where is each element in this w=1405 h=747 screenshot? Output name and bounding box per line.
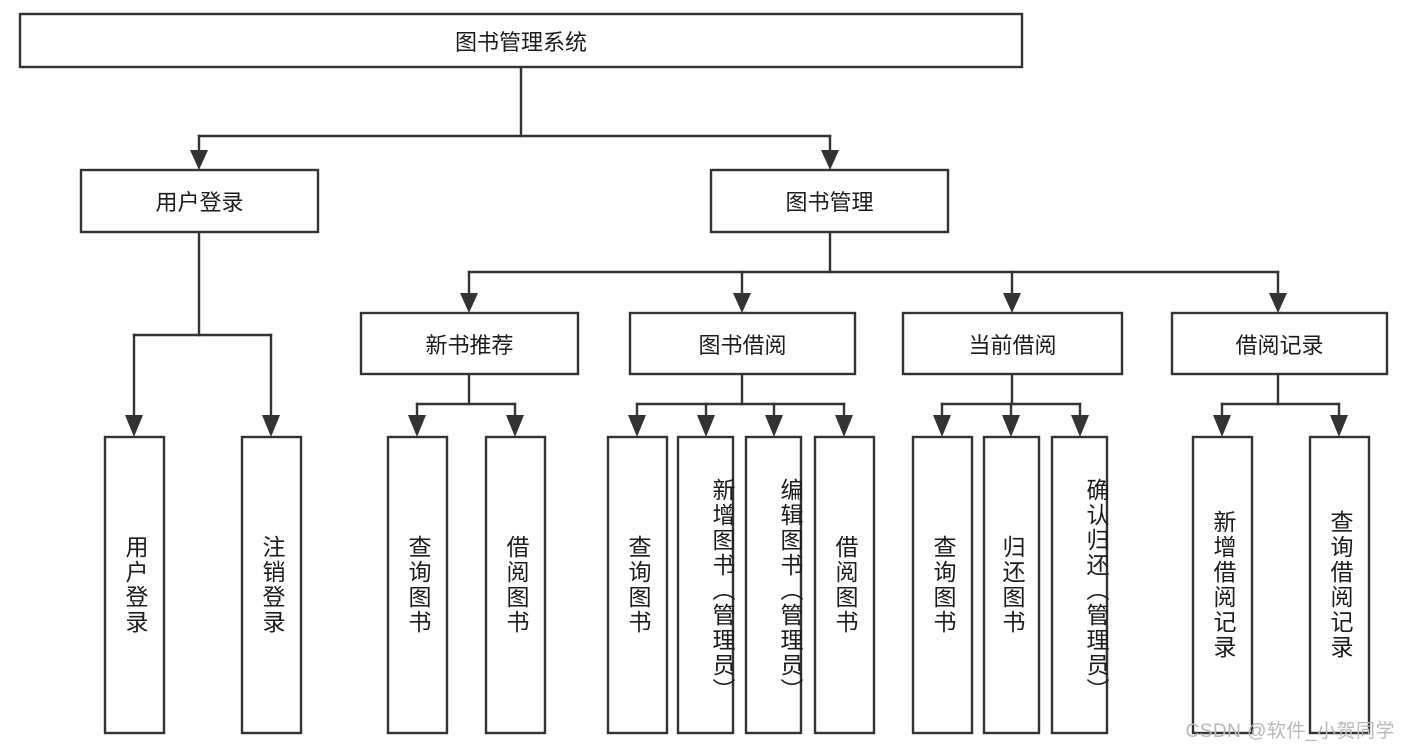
arrowhead-newbook bbox=[460, 293, 478, 313]
leaf-book-borrow-1[interactable] bbox=[676, 435, 735, 735]
leaf-current-borrow-1[interactable] bbox=[982, 435, 1041, 735]
node-new-book-recommend-label: 新书推荐 bbox=[425, 332, 514, 358]
leaf-book-borrow-3-label: 借阅图书 bbox=[832, 535, 858, 635]
arrowhead-user-login-leaf bbox=[125, 415, 143, 437]
arrowhead-logout-leaf bbox=[262, 415, 280, 437]
arrowhead-bb-leaf3 bbox=[765, 415, 783, 437]
arrowhead-currentborrow bbox=[1003, 293, 1021, 313]
arrowhead-nb-leaf1 bbox=[408, 415, 426, 437]
leaf-book-borrow-3[interactable] bbox=[813, 435, 876, 735]
leaf-user-login-0[interactable] bbox=[103, 435, 166, 735]
leaf-current-borrow-2-label: 确认归还（管理员） bbox=[1083, 477, 1109, 703]
leaf-book-borrow-2[interactable] bbox=[744, 435, 803, 735]
leaf-current-borrow-0-label: 查询图书 bbox=[930, 535, 956, 635]
box-group bbox=[18, 12, 1389, 735]
node-user-login[interactable] bbox=[79, 168, 320, 234]
arrowhead-br-leaf1 bbox=[1213, 415, 1231, 437]
leaf-new-book-1[interactable] bbox=[484, 435, 547, 735]
node-new-book-recommend[interactable] bbox=[359, 311, 580, 376]
leaf-user-login-1[interactable] bbox=[240, 435, 303, 735]
leaf-book-borrow-1-label: 新增图书（管理员） bbox=[709, 477, 735, 703]
leaf-book-borrow-0-label: 查询图书 bbox=[625, 535, 651, 635]
arrowhead-bb-leaf1 bbox=[628, 415, 646, 437]
leaf-user-login-1-label: 注销登录 bbox=[259, 535, 285, 635]
leaf-new-book-0[interactable] bbox=[386, 435, 449, 735]
node-borrow-record[interactable] bbox=[1170, 311, 1389, 376]
csdn-watermark: CSDN @软件_小贺同学 bbox=[1185, 721, 1395, 742]
node-current-borrow[interactable] bbox=[901, 311, 1124, 376]
arrowhead-borrowrecord bbox=[1269, 293, 1287, 313]
arrowhead-br-leaf2 bbox=[1330, 415, 1348, 437]
node-root-label: 图书管理系统 bbox=[454, 29, 587, 55]
arrowhead-bb-leaf4 bbox=[835, 415, 853, 437]
leaf-user-login-0-label: 用户登录 bbox=[122, 535, 148, 635]
leaf-current-borrow-2[interactable] bbox=[1050, 435, 1109, 735]
leaf-borrow-record-0-label: 新增借阅记录 bbox=[1210, 510, 1236, 660]
node-book-borrow[interactable] bbox=[628, 311, 857, 376]
leaf-borrow-record-1-label: 查询借阅记录 bbox=[1327, 510, 1353, 660]
arrowhead-bb-leaf2 bbox=[697, 415, 715, 437]
node-current-borrow-label: 当前借阅 bbox=[968, 332, 1057, 358]
leaf-current-borrow-1-label: 归还图书 bbox=[999, 535, 1025, 635]
arrowhead-userlogin bbox=[190, 150, 208, 170]
leaf-new-book-1-label: 借阅图书 bbox=[503, 535, 529, 635]
arrowhead-cb-leaf3 bbox=[1071, 415, 1089, 437]
node-borrow-record-label: 借阅记录 bbox=[1235, 332, 1324, 358]
arrowhead-cb-leaf2 bbox=[1002, 415, 1020, 437]
arrowhead-nb-leaf2 bbox=[506, 415, 524, 437]
node-user-login-label: 用户登录 bbox=[155, 190, 244, 215]
arrowhead-bookmgmt bbox=[821, 150, 839, 170]
arrowhead-bookborrow bbox=[733, 293, 751, 313]
node-book-management-label: 图书管理 bbox=[785, 190, 874, 215]
leaf-book-borrow-2-label: 编辑图书（管理员） bbox=[777, 477, 803, 703]
leaf-current-borrow-0[interactable] bbox=[911, 435, 974, 735]
leaf-borrow-record-1[interactable] bbox=[1308, 435, 1371, 735]
node-book-borrow-label: 图书借阅 bbox=[698, 332, 787, 358]
leaf-new-book-0-label: 查询图书 bbox=[405, 535, 431, 635]
arrowhead-cb-leaf1 bbox=[933, 415, 951, 437]
connector-group bbox=[125, 65, 1348, 437]
leaf-book-borrow-0[interactable] bbox=[606, 435, 669, 735]
node-root[interactable] bbox=[18, 12, 1024, 69]
leaf-borrow-record-0[interactable] bbox=[1191, 435, 1254, 735]
node-book-management[interactable] bbox=[709, 168, 950, 234]
